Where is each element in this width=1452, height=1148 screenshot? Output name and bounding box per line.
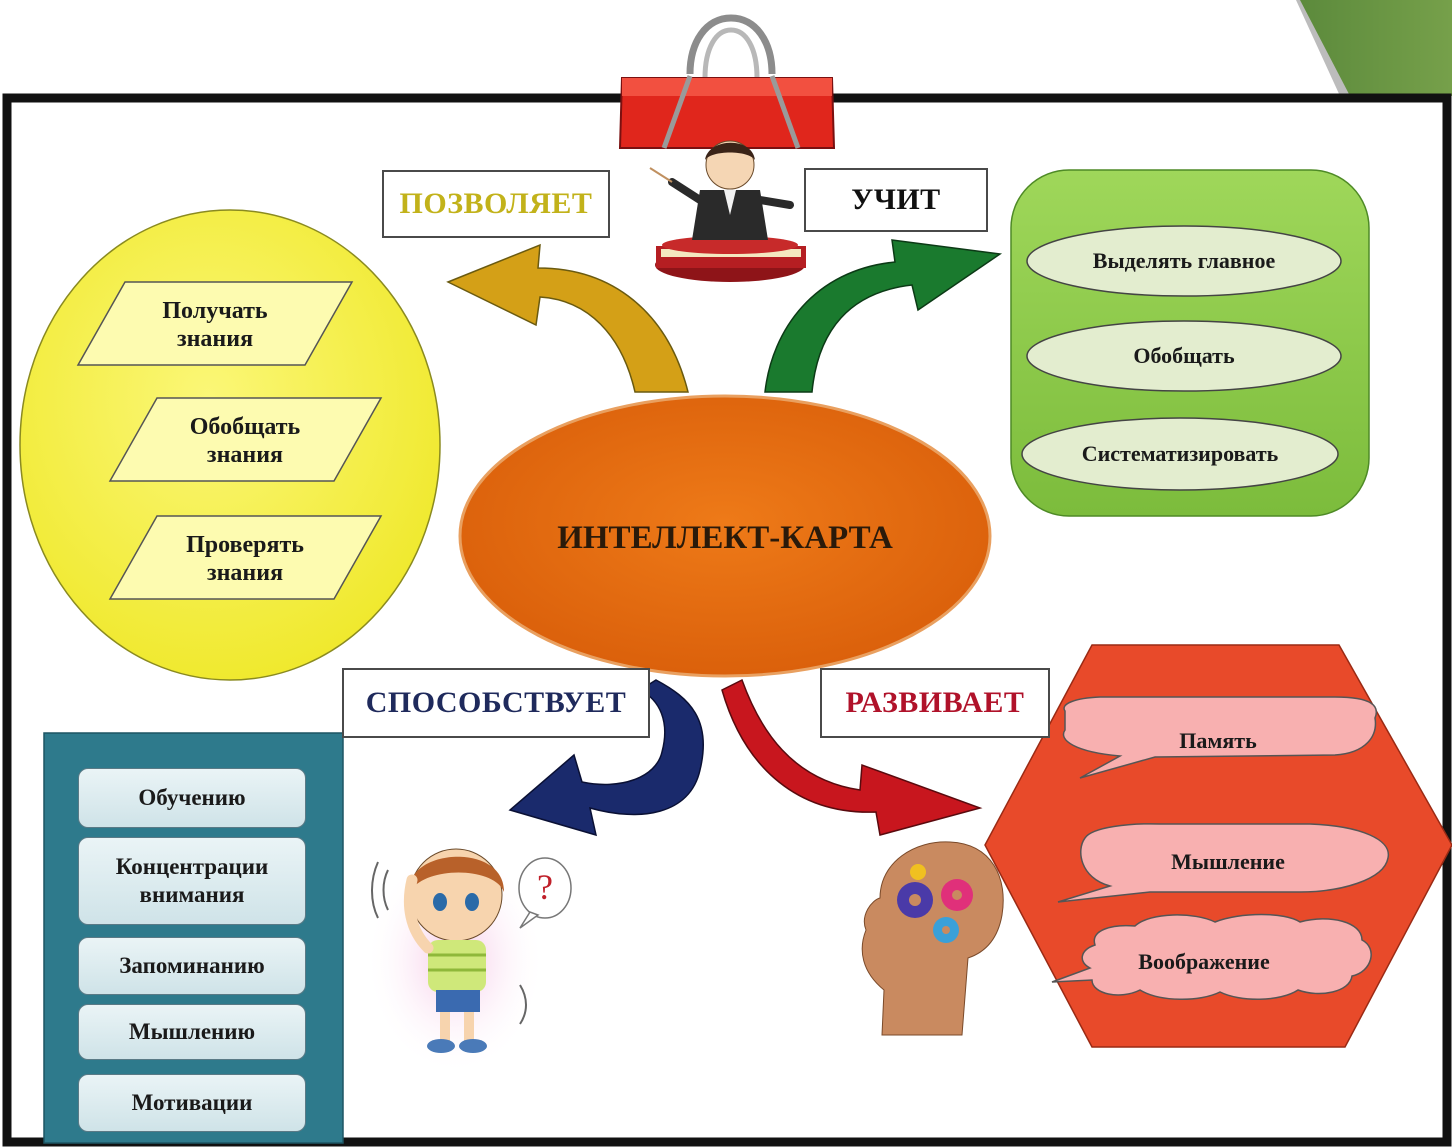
corner-decoration xyxy=(1296,0,1452,96)
allows-item-shape xyxy=(108,397,383,482)
develops-item-shape xyxy=(1062,696,1377,779)
question-mark: ? xyxy=(537,866,553,907)
develops-item: Память xyxy=(1179,728,1257,754)
center-title: ИНТЕЛЛЕКТ-КАРТА xyxy=(557,519,893,556)
allows-item: Проверять знания xyxy=(186,531,304,586)
binder-clip-icon xyxy=(618,14,836,149)
teaches-item: Выделять главное xyxy=(1092,248,1276,274)
promotes-item: Концентрации внимания xyxy=(78,837,306,925)
develops-item: Воображение xyxy=(1138,949,1270,975)
teaches-item: Обобщать xyxy=(1133,343,1235,369)
allows-item-shape xyxy=(108,515,383,600)
allows-item: Получать знания xyxy=(162,297,268,352)
teaches-arrow xyxy=(764,239,1003,393)
develops-item-shape xyxy=(1051,913,1372,1000)
teaches-item: Систематизировать xyxy=(1081,441,1279,467)
promotes-arrow xyxy=(508,679,705,837)
allows-item-shape xyxy=(76,281,354,366)
allows-arrow xyxy=(446,243,689,393)
develops-item: Мышление xyxy=(1171,849,1285,875)
develops-label: РАЗВИВАЕТ xyxy=(820,668,1050,738)
center-node xyxy=(458,394,992,678)
child-icon xyxy=(365,845,572,1075)
teaches-item-shape xyxy=(1026,225,1342,297)
teaches-item-shape xyxy=(1026,320,1342,392)
develops-item-shape xyxy=(1057,823,1390,903)
develops-arrow xyxy=(721,678,983,836)
teaches-item-shape xyxy=(1021,417,1339,491)
head-with-gears-icon xyxy=(861,841,1004,1036)
allows-label: ПОЗВОЛЯЕТ xyxy=(382,170,610,238)
promotes-label: СПОСОБСТВУЕТ xyxy=(342,668,650,738)
teacher-icon xyxy=(649,140,806,282)
allows-item: Обобщать знания xyxy=(189,413,301,468)
promotes-item: Запоминанию xyxy=(78,937,306,995)
promotes-item: Мотивации xyxy=(78,1074,306,1132)
promotes-item: Мышлению xyxy=(78,1004,306,1060)
teaches-label: УЧИТ xyxy=(804,168,988,232)
promotes-item: Обучению xyxy=(78,768,306,828)
